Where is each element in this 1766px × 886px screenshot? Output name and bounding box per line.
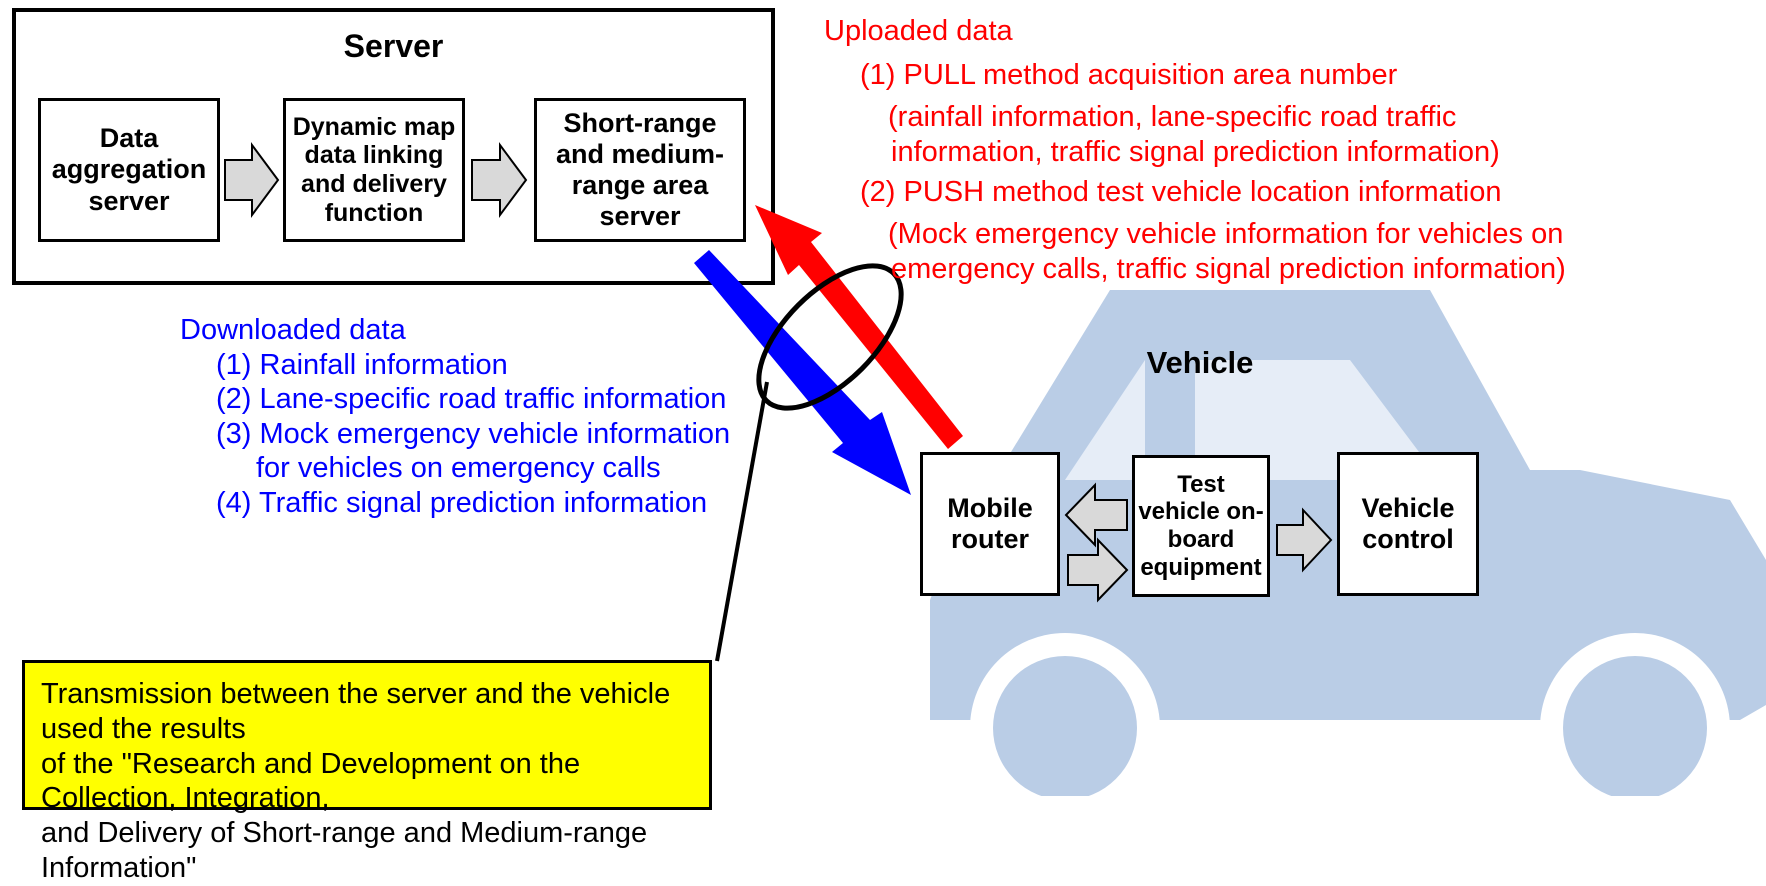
data-aggregation-server-box: Data aggregation server bbox=[38, 98, 220, 242]
uploaded-item-1-detail-b: information, traffic signal prediction i… bbox=[891, 136, 1500, 168]
callout-line bbox=[715, 381, 769, 662]
flow-arrow-2 bbox=[471, 141, 528, 219]
downloaded-item-1: (1) Rainfall information bbox=[216, 349, 508, 381]
download-arrow bbox=[694, 250, 911, 495]
downloaded-item-2: (2) Lane-specific road traffic informati… bbox=[216, 383, 727, 415]
vehicle-title: Vehicle bbox=[1146, 345, 1254, 380]
uploaded-item-1: (1) PULL method acquisition area number bbox=[860, 59, 1398, 91]
flow-arrow-1 bbox=[224, 141, 280, 219]
uploaded-item-2: (2) PUSH method test vehicle location in… bbox=[860, 176, 1502, 208]
area-server-box: Short-range and medium- range area serve… bbox=[534, 98, 746, 242]
dynamic-map-box: Dynamic map data linking and delivery fu… bbox=[283, 98, 465, 242]
downloaded-item-3: (3) Mock emergency vehicle information bbox=[216, 418, 731, 450]
upload-arrow bbox=[755, 205, 963, 449]
uploaded-item-1-detail-a: (rainfall information, lane-specific roa… bbox=[888, 101, 1457, 133]
downloaded-item-4: (4) Traffic signal prediction informatio… bbox=[216, 487, 708, 519]
onboard-equipment-box: Test vehicle on- board equipment bbox=[1132, 455, 1270, 597]
server-title: Server bbox=[343, 28, 444, 64]
transmission-note: Transmission between the server and the … bbox=[22, 660, 712, 884]
downloaded-item-3-cont: for vehicles on emergency calls bbox=[256, 452, 661, 484]
flow-arrow-left bbox=[1064, 482, 1128, 548]
uploaded-heading: Uploaded data bbox=[824, 15, 1013, 47]
uploaded-item-2-detail-a: (Mock emergency vehicle information for … bbox=[888, 218, 1564, 250]
uploaded-item-2-detail-b: emergency calls, traffic signal predicti… bbox=[891, 253, 1566, 285]
mobile-router-box: Mobile router bbox=[920, 452, 1060, 596]
downloaded-heading: Downloaded data bbox=[180, 314, 406, 346]
flow-arrow-right-vehicle bbox=[1276, 507, 1333, 573]
vehicle-control-box: Vehicle control bbox=[1337, 452, 1479, 596]
flow-arrow-right-lower bbox=[1067, 537, 1129, 603]
transmission-ellipse bbox=[756, 263, 904, 411]
flow-arrows bbox=[224, 141, 1333, 662]
